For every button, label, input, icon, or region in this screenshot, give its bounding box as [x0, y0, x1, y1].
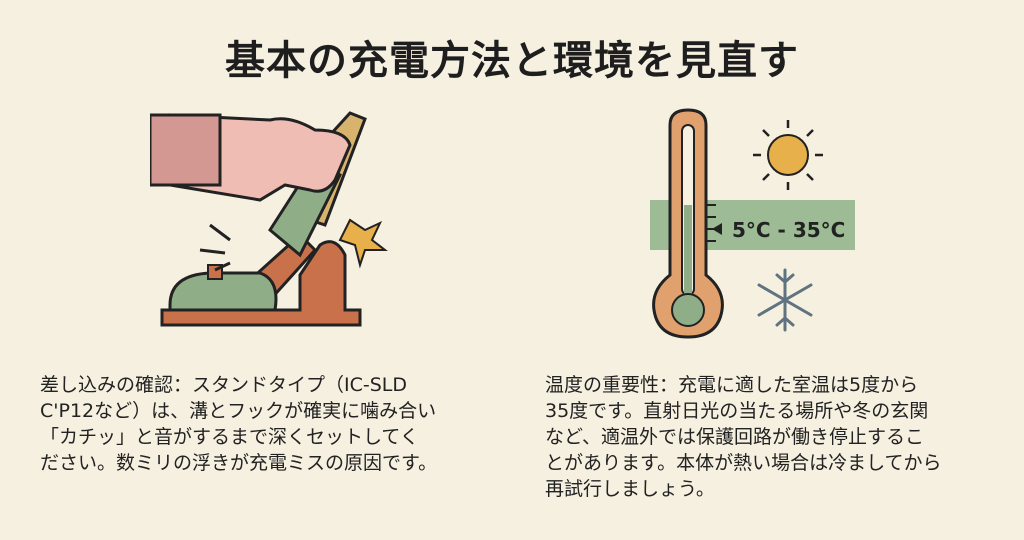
- insertion-check-text: 差し込みの確認：スタンドタイプ（IC-SLD C'P12など）は、溝とフックが確…: [40, 372, 437, 476]
- charging-stand-illustration: [150, 111, 388, 327]
- text-line: 再試行しましょう。: [545, 478, 715, 500]
- text-line: C'P12など）は、溝とフックが確実に噛み合い: [40, 400, 437, 422]
- text-line: とがあります。本体が熱い場合は冷ましてから: [545, 452, 942, 474]
- motion-lines: [199, 223, 231, 272]
- vacuum-head: [168, 271, 278, 312]
- stand-base: [160, 240, 362, 327]
- snowflake-icon: [757, 268, 813, 332]
- page-title: 基本の充電方法と環境を見直す: [225, 38, 799, 84]
- temperature-range-label: 5°C - 35°C: [732, 218, 845, 242]
- temperature-illustration: 5°C - 35°C: [650, 108, 855, 339]
- temperature-importance-text: 温度の重要性：充電に適した室温は5度から 35度です。直射日光の当たる場所や冬の…: [545, 372, 942, 502]
- sleeve: [150, 113, 222, 187]
- text-line: ださい。数ミリの浮きが充電ミスの原因です。: [40, 452, 438, 474]
- text-line: 温度の重要性：充電に適した室温は5度から: [545, 374, 919, 396]
- text-line: 35度です。直射日光の当たる場所や冬の玄関: [545, 400, 929, 422]
- click-spark-icon: [338, 218, 388, 269]
- text-line: 差し込みの確認：スタンドタイプ（IC-SLD: [40, 374, 408, 396]
- text-line: など、適温外では保護回路が働き停止するこ: [545, 426, 925, 448]
- sun-icon: [753, 120, 823, 190]
- text-line: 「カチッ」と音がするまで深くセットしてく: [40, 426, 419, 448]
